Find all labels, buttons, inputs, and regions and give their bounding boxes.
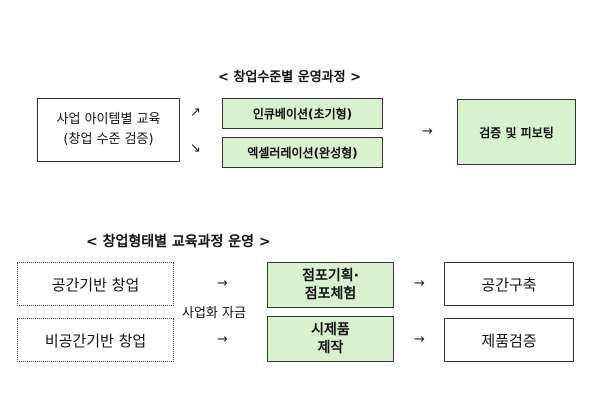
business-fund-label: 사업화 자금 bbox=[182, 306, 246, 321]
product-verification-box: 제품검증 bbox=[444, 318, 574, 362]
acceleration-box: 엑셀러레이션(완성형) bbox=[222, 137, 383, 168]
bottom-section-title: < 창업형태별 교육과정 운영 > bbox=[86, 234, 271, 250]
prototype-production-box: 시제품 제작 bbox=[267, 316, 394, 362]
arrow-down-right-icon: ↘ bbox=[190, 141, 201, 156]
prototype-label: 시제품 bbox=[311, 322, 350, 338]
verification-pivoting-label: 검증 및 피보팅 bbox=[479, 125, 554, 140]
non-space-based-startup-label: 비공간기반 창업 bbox=[44, 331, 147, 350]
arrow-right-icon: → bbox=[414, 276, 425, 291]
verification-pivoting-box: 검증 및 피보팅 bbox=[457, 99, 576, 165]
production-label: 제작 bbox=[317, 340, 344, 356]
arrow-right-icon: → bbox=[422, 124, 433, 139]
non-space-based-startup-box: 비공간기반 창업 bbox=[17, 318, 174, 362]
business-item-education-label: 사업 아이템별 교육 bbox=[56, 112, 161, 127]
space-construction-box: 공간구축 bbox=[444, 262, 574, 306]
top-section-title: < 창업수준별 운영과정 > bbox=[218, 70, 362, 85]
arrow-right-icon: → bbox=[217, 332, 228, 347]
space-based-startup-label: 공간기반 창업 bbox=[51, 275, 140, 294]
store-planning-box: 점포기획· 점포체험 bbox=[267, 262, 394, 308]
space-based-startup-box: 공간기반 창업 bbox=[17, 262, 174, 306]
store-planning-label: 점포기획· bbox=[302, 268, 359, 284]
product-verification-label: 제품검증 bbox=[481, 331, 537, 350]
startup-level-verification-label: (창업 수준 검증) bbox=[63, 132, 154, 147]
incubation-label: 인큐베이션(초기형) bbox=[252, 107, 353, 121]
acceleration-label: 엑셀러레이션(완성형) bbox=[247, 146, 358, 160]
incubation-box: 인큐베이션(초기형) bbox=[222, 98, 383, 129]
arrow-right-icon: → bbox=[414, 332, 425, 347]
space-construction-label: 공간구축 bbox=[481, 275, 537, 294]
store-experience-label: 점포체험 bbox=[304, 286, 357, 302]
arrow-right-icon: → bbox=[217, 276, 228, 291]
arrow-up-right-icon: ↗ bbox=[190, 105, 201, 120]
business-item-education-box: 사업 아이템별 교육 (창업 수준 검증) bbox=[37, 98, 180, 162]
